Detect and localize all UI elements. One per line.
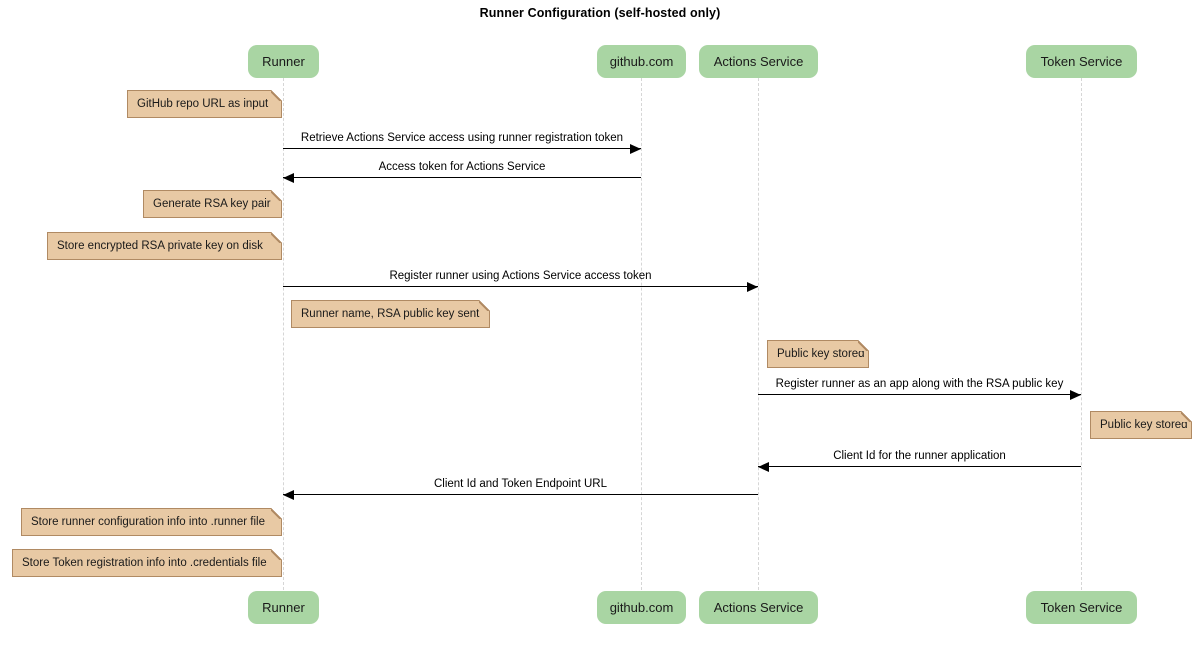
- msg-client-id-runner-app-arrowhead: [758, 462, 769, 472]
- note-fold-corner-icon: [858, 340, 869, 351]
- note-generate-rsa: Generate RSA key pair: [143, 190, 282, 218]
- note-store-token-registration: Store Token registration info into .cred…: [12, 549, 282, 577]
- note-runner-name-key-sent: Runner name, RSA public key sent: [291, 300, 490, 328]
- note-runner-name-key-sent-text: Runner name, RSA public key sent: [301, 308, 480, 320]
- msg-client-id-runner-app-line: [758, 466, 1081, 467]
- participant-actions-bottom[interactable]: Actions Service: [699, 591, 818, 624]
- note-store-private-key-text: Store encrypted RSA private key on disk: [57, 240, 263, 252]
- msg-register-runner-line: [283, 286, 758, 287]
- note-fold-corner-icon: [271, 508, 282, 519]
- msg-access-token-arrowhead: [283, 173, 294, 183]
- participant-runner-top[interactable]: Runner: [248, 45, 319, 78]
- participant-token-top[interactable]: Token Service: [1026, 45, 1137, 78]
- note-public-key-stored-token: Public key stored: [1090, 411, 1192, 439]
- msg-client-id-token-endpoint-arrowhead: [283, 490, 294, 500]
- note-fold-corner-icon: [479, 300, 490, 311]
- msg-register-runner-as-app-arrowhead: [1070, 390, 1081, 400]
- participant-github-top[interactable]: github.com: [597, 45, 686, 78]
- msg-retrieve-actions-access-label: Retrieve Actions Service access using ru…: [300, 132, 624, 144]
- note-fold-corner-icon: [271, 549, 282, 560]
- msg-access-token-label: Access token for Actions Service: [378, 161, 546, 173]
- msg-retrieve-actions-access-line: [283, 148, 641, 149]
- participant-runner-bottom[interactable]: Runner: [248, 591, 319, 624]
- note-fold-corner-icon: [271, 90, 282, 101]
- note-github-repo-url-text: GitHub repo URL as input: [137, 98, 269, 110]
- note-github-repo-url: GitHub repo URL as input: [127, 90, 282, 118]
- note-store-token-registration-text: Store Token registration info into .cred…: [22, 557, 267, 569]
- lifeline-token: [1081, 78, 1082, 590]
- msg-register-runner-label: Register runner using Actions Service ac…: [389, 270, 652, 282]
- participant-github-bottom[interactable]: github.com: [597, 591, 686, 624]
- note-public-key-stored-actions-text: Public key stored: [777, 348, 865, 360]
- note-store-private-key: Store encrypted RSA private key on disk: [47, 232, 282, 260]
- msg-client-id-runner-app-label: Client Id for the runner application: [833, 450, 1006, 462]
- participant-token-bottom[interactable]: Token Service: [1026, 591, 1137, 624]
- page-title: Runner Configuration (self-hosted only): [479, 6, 721, 20]
- note-public-key-stored-actions: Public key stored: [767, 340, 869, 368]
- note-store-runner-config: Store runner configuration info into .ru…: [21, 508, 282, 536]
- msg-client-id-token-endpoint-line: [283, 494, 758, 495]
- lifeline-runner: [283, 78, 284, 590]
- note-store-runner-config-text: Store runner configuration info into .ru…: [31, 516, 265, 528]
- note-generate-rsa-text: Generate RSA key pair: [153, 198, 271, 210]
- lifeline-actions: [758, 78, 759, 590]
- lifeline-github: [641, 78, 642, 590]
- msg-retrieve-actions-access-arrowhead: [630, 144, 641, 154]
- note-public-key-stored-token-text: Public key stored: [1100, 419, 1188, 431]
- msg-register-runner-arrowhead: [747, 282, 758, 292]
- msg-register-runner-as-app-label: Register runner as an app along with the…: [775, 378, 1064, 390]
- msg-client-id-token-endpoint-label: Client Id and Token Endpoint URL: [433, 478, 608, 490]
- msg-access-token-line: [283, 177, 641, 178]
- participant-actions-top[interactable]: Actions Service: [699, 45, 818, 78]
- note-fold-corner-icon: [271, 232, 282, 243]
- note-fold-corner-icon: [271, 190, 282, 201]
- msg-register-runner-as-app-line: [758, 394, 1081, 395]
- note-fold-corner-icon: [1181, 411, 1192, 422]
